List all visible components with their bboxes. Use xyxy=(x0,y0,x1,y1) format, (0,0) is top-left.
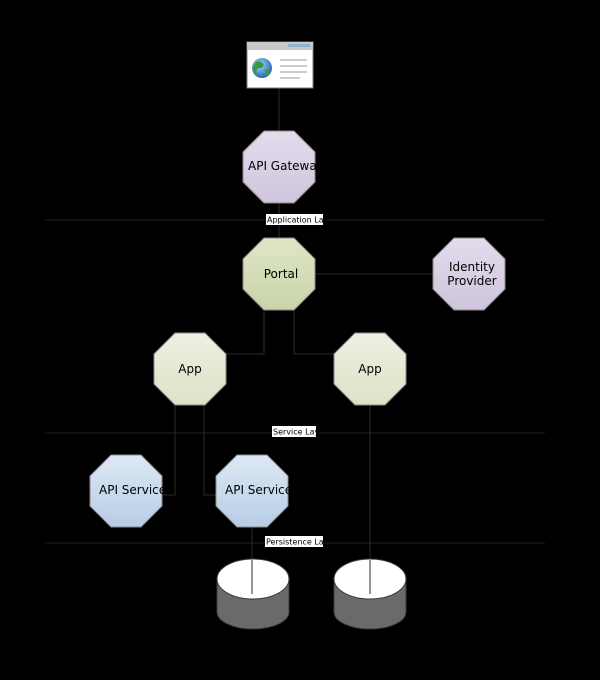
browser-window-globe-icon xyxy=(246,41,314,89)
identity-provider-label-line2: Provider xyxy=(447,274,496,288)
api-gateway-node[interactable]: API Gatewa xyxy=(242,130,317,204)
app-left-to-service-left-edge xyxy=(163,405,176,496)
portal-label: Portal xyxy=(264,267,298,281)
portal-node[interactable]: Portal xyxy=(242,237,316,311)
persistence-layer-label: Persistence La xyxy=(265,536,324,547)
svg-text:Persistence La: Persistence La xyxy=(266,538,324,547)
app-right-label: App xyxy=(358,362,381,376)
identity-provider-node[interactable]: Identity Provider xyxy=(432,237,506,311)
service-layer-label: Service Lay xyxy=(272,426,319,437)
api-service-left-label: API Service xyxy=(99,483,166,497)
app-left-to-service-right-edge xyxy=(203,405,217,496)
api-gateway-label: API Gatewa xyxy=(248,159,317,173)
app-left-label: App xyxy=(178,362,201,376)
svg-text:Service Lay: Service Lay xyxy=(273,428,319,437)
database-cylinder-icon xyxy=(333,558,407,630)
application-layer-label: Application Lay xyxy=(266,214,329,225)
identity-provider-label-line1: Identity xyxy=(449,260,495,274)
app-left-node[interactable]: App xyxy=(153,332,227,406)
portal-to-app-left-edge xyxy=(226,310,265,355)
api-service-right-node[interactable]: API Service xyxy=(215,454,292,528)
app-right-node[interactable]: App xyxy=(333,332,407,406)
svg-text:Application Lay: Application Lay xyxy=(267,216,329,225)
api-service-left-node[interactable]: API Service xyxy=(89,454,166,528)
api-service-right-label: API Service xyxy=(225,483,292,497)
database-cylinder-icon xyxy=(216,558,290,630)
portal-to-app-right-edge xyxy=(293,310,334,355)
